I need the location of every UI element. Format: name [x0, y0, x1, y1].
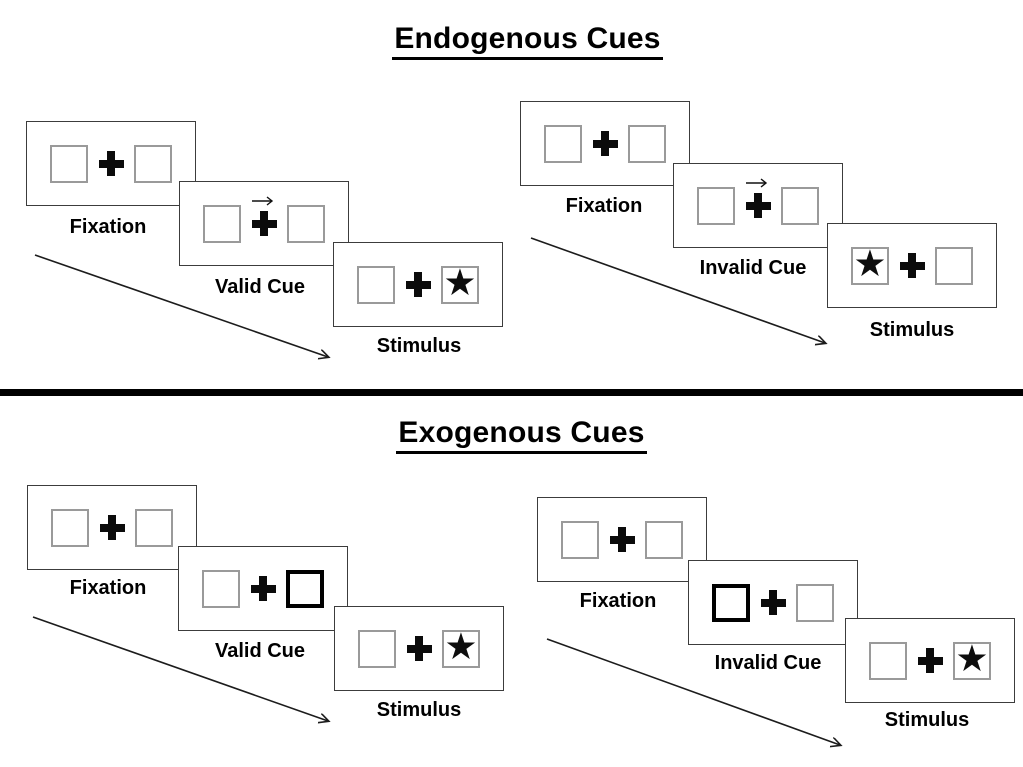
star-icon: ★	[955, 638, 989, 679]
fixation-cross-icon	[917, 648, 943, 673]
fixation-cross-icon	[406, 636, 432, 661]
cue-highlight-box	[286, 569, 324, 608]
left-box	[561, 520, 599, 559]
panel-label: Fixation	[565, 195, 643, 217]
left-box	[544, 124, 582, 163]
star-box: ★	[442, 626, 480, 668]
exogenous-section-title: Exogenous Cues	[0, 416, 1023, 454]
fixation-panel	[520, 101, 690, 186]
endogenous-title-text: Endogenous Cues	[392, 22, 663, 60]
left-box	[202, 569, 240, 608]
left-box	[357, 265, 395, 304]
valid-cue-panel	[178, 546, 348, 631]
right-box	[935, 246, 973, 285]
panel-label: Stimulus	[376, 335, 462, 357]
right-box	[134, 144, 172, 183]
panel-label: Valid Cue	[214, 276, 306, 298]
left-box	[697, 186, 735, 225]
right-box	[287, 204, 325, 243]
section-divider	[0, 389, 1023, 396]
fixation-cross-icon	[405, 272, 431, 297]
cue-center	[745, 178, 771, 218]
valid-cue-panel	[179, 181, 349, 266]
cue-center	[251, 196, 277, 236]
timeline-arrow-endogenous-valid	[34, 254, 328, 357]
star-icon: ★	[853, 243, 887, 284]
left-box	[203, 204, 241, 243]
fixation-cross-icon	[745, 193, 771, 218]
invalid-cue-panel	[673, 163, 843, 248]
right-box	[135, 508, 173, 547]
stimulus-panel: ★	[827, 223, 997, 308]
left-box	[51, 508, 89, 547]
invalid-cue-panel	[688, 560, 858, 645]
panel-label: Fixation	[579, 590, 657, 612]
stimulus-panel: ★	[333, 242, 503, 327]
fixation-cross-icon	[609, 527, 635, 552]
panel-label: Valid Cue	[214, 640, 306, 662]
panel-label: Stimulus	[884, 709, 970, 731]
fixation-cross-icon	[760, 590, 786, 615]
right-arrow-icon	[746, 178, 768, 188]
exogenous-title-text: Exogenous Cues	[396, 416, 647, 454]
panel-label: Fixation	[69, 577, 147, 599]
panel-label: Fixation	[69, 216, 147, 238]
fixation-cross-icon	[99, 515, 125, 540]
timeline-arrow-exogenous-invalid	[546, 638, 840, 745]
star-icon: ★	[444, 626, 478, 667]
endogenous-section-title: Endogenous Cues	[0, 22, 1023, 60]
left-box	[358, 629, 396, 668]
right-box	[796, 583, 834, 622]
fixation-panel	[537, 497, 707, 582]
fixation-panel	[27, 485, 197, 570]
timeline-arrow-exogenous-valid	[32, 616, 328, 721]
panel-label: Stimulus	[869, 319, 955, 341]
fixation-cross-icon	[899, 253, 925, 278]
fixation-panel	[26, 121, 196, 206]
star-box: ★	[441, 262, 479, 304]
right-arrow-icon	[252, 196, 274, 206]
cue-highlight-box	[712, 583, 750, 622]
fixation-cross-icon	[98, 151, 124, 176]
right-box	[645, 520, 683, 559]
panel-label: Invalid Cue	[699, 257, 807, 279]
stimulus-panel: ★	[334, 606, 504, 691]
timeline-arrow-endogenous-invalid	[530, 237, 825, 343]
right-box	[781, 186, 819, 225]
fixation-cross-icon	[592, 131, 618, 156]
star-icon: ★	[443, 262, 477, 303]
panel-label: Invalid Cue	[714, 652, 822, 674]
fixation-cross-icon	[251, 211, 277, 236]
star-box: ★	[953, 638, 991, 680]
panel-label: Stimulus	[376, 699, 462, 721]
star-box: ★	[851, 243, 889, 285]
stimulus-panel: ★	[845, 618, 1015, 703]
left-box	[50, 144, 88, 183]
right-box	[628, 124, 666, 163]
fixation-cross-icon	[250, 576, 276, 601]
left-box	[869, 641, 907, 680]
